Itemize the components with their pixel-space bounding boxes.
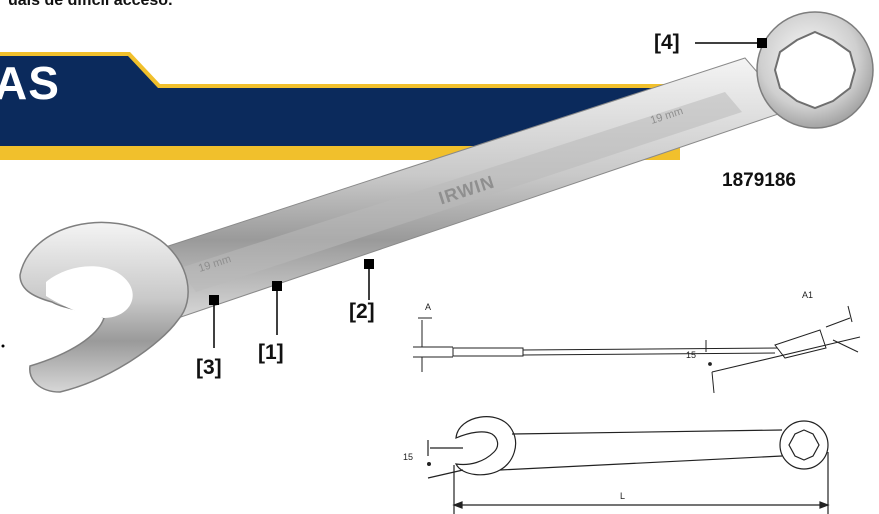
header-text: uais de difícil acceso. — [8, 0, 173, 9]
part-number: 1879186 — [722, 170, 796, 191]
callout-3-label: [3] — [196, 356, 222, 379]
page-dot — [1, 344, 5, 348]
wrench-jaw-gap — [46, 266, 133, 318]
dim-label-length: L — [620, 491, 626, 501]
callout-4-label: [4] — [654, 31, 680, 54]
banner-navy-fill — [0, 56, 680, 146]
wrench-ring-opening — [773, 30, 857, 110]
callout-3-marker — [209, 295, 219, 305]
callout-1-label: [1] — [258, 341, 284, 364]
callout-2-label: [2] — [349, 300, 375, 323]
wrench-channel — [180, 92, 742, 292]
dim-label-a1: A1 — [802, 290, 814, 300]
callout-4-marker — [757, 38, 767, 48]
top-view — [427, 416, 830, 514]
side-view — [413, 305, 861, 394]
banner-title: AS — [0, 57, 60, 109]
dim-label-a: A — [425, 302, 432, 312]
dim-label-angle-top: 15 — [686, 350, 697, 360]
callout-1-marker — [272, 281, 282, 291]
callout-2-marker — [364, 259, 374, 269]
dim-label-angle-side: 15 — [403, 452, 414, 462]
